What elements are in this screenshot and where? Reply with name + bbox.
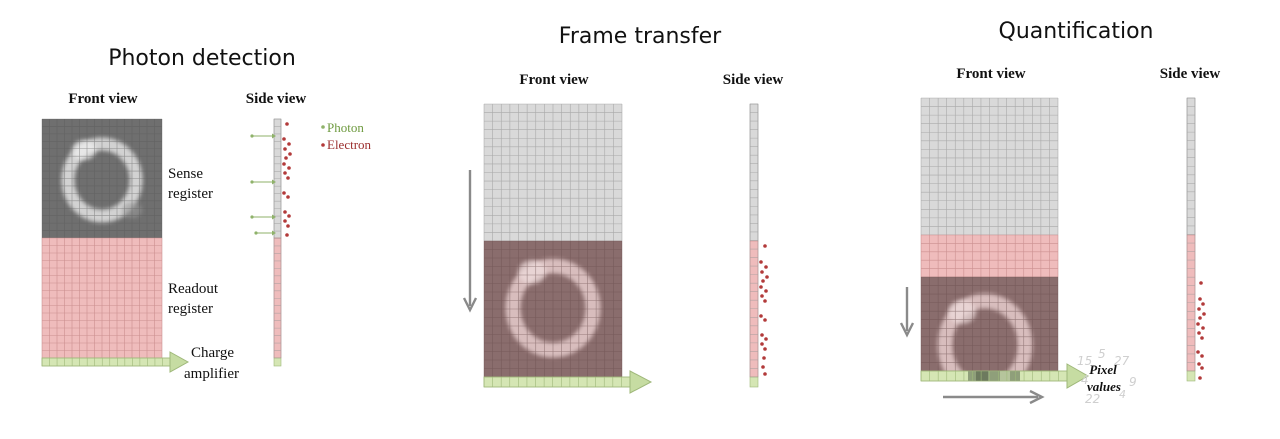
grid-lines (1186, 97, 1196, 372)
grid-lines (920, 234, 1059, 278)
grid (41, 118, 163, 239)
grid-lines (273, 118, 282, 359)
grid (483, 103, 623, 242)
grid-lines (41, 118, 163, 239)
serial-register (920, 363, 1090, 389)
shift-down-arrow (462, 170, 478, 313)
serial-register (41, 351, 190, 373)
readout-register-front (920, 234, 1059, 372)
serial-register (483, 370, 653, 394)
side-view-label: Side view (246, 91, 307, 107)
grid (920, 234, 1059, 278)
grid-lines (920, 97, 1059, 236)
side-view-label: Side view (723, 72, 784, 88)
grid (273, 118, 282, 359)
grid (41, 237, 163, 359)
panel-title: Photon detection (108, 46, 296, 71)
shift-down-arrow (899, 287, 915, 338)
pixel-value-numbers: 15 5 27 4 9 22 4 (1077, 347, 1137, 406)
pixel-number: 4 (1119, 388, 1126, 401)
side-column (749, 103, 759, 388)
sense-label-2: register (168, 186, 213, 202)
pixel-values-label-1: Pixel (1089, 362, 1117, 377)
grid (1186, 97, 1196, 372)
sense-register-front (920, 97, 1059, 236)
photon-legend-label: Photon (327, 120, 364, 135)
photon-arrows (252, 135, 272, 234)
legend: Photon Electron (321, 120, 372, 152)
side-column (1186, 97, 1196, 382)
grid-lines (920, 276, 1059, 372)
front-view-label: Front view (956, 66, 1025, 82)
photon-legend-dot (321, 125, 325, 129)
amplifier-label-1: Charge (191, 345, 234, 361)
side-view-label: Side view (1160, 66, 1221, 82)
front-view-label: Front view (519, 72, 588, 88)
pixel-number: 15 (1077, 354, 1092, 368)
transfer-arrow (1066, 363, 1090, 389)
electron-legend-dot (321, 143, 325, 147)
readout-register-front (41, 237, 163, 359)
panel-photon-detection: Photon detection Front view Side view Se… (41, 46, 372, 382)
pixel-values-label-2: values (1087, 379, 1121, 394)
readout-label-2: register (168, 301, 213, 317)
transfer-arrow (169, 351, 190, 373)
panel-quantification: Quantification Front view Side view (899, 19, 1221, 406)
panel-title: Quantification (999, 19, 1154, 44)
sense-label-1: Sense (168, 166, 203, 182)
readout-label-1: Readout (168, 281, 219, 297)
sense-register-front (483, 103, 623, 242)
grid-lines (483, 240, 623, 378)
electrons (759, 244, 769, 376)
front-view-label: Front view (68, 91, 137, 107)
sense-register-front (41, 118, 163, 239)
grid (920, 276, 1059, 372)
electrons (1196, 281, 1206, 380)
side-column (273, 118, 282, 367)
grid-lines (483, 103, 623, 242)
pixel-number: 22 (1085, 392, 1100, 406)
panel-title: Frame transfer (559, 24, 722, 49)
pixel-number: 4 (1081, 373, 1089, 387)
electron-legend-label: Electron (327, 137, 372, 152)
shift-right-arrow (943, 389, 1045, 405)
electrons (282, 122, 292, 237)
transfer-arrow (629, 370, 653, 394)
grid (483, 240, 623, 378)
pixel-number: 5 (1098, 347, 1106, 361)
grid (920, 97, 1059, 236)
grid-lines (749, 103, 759, 378)
pixel-number: 27 (1114, 354, 1130, 368)
amplifier-label-2: amplifier (184, 366, 239, 382)
grid (749, 103, 759, 378)
readout-register-front (483, 240, 623, 378)
pixel-number: 9 (1129, 375, 1137, 389)
grid-lines (41, 237, 163, 359)
panel-frame-transfer: Frame transfer Front view Side view (462, 24, 784, 394)
